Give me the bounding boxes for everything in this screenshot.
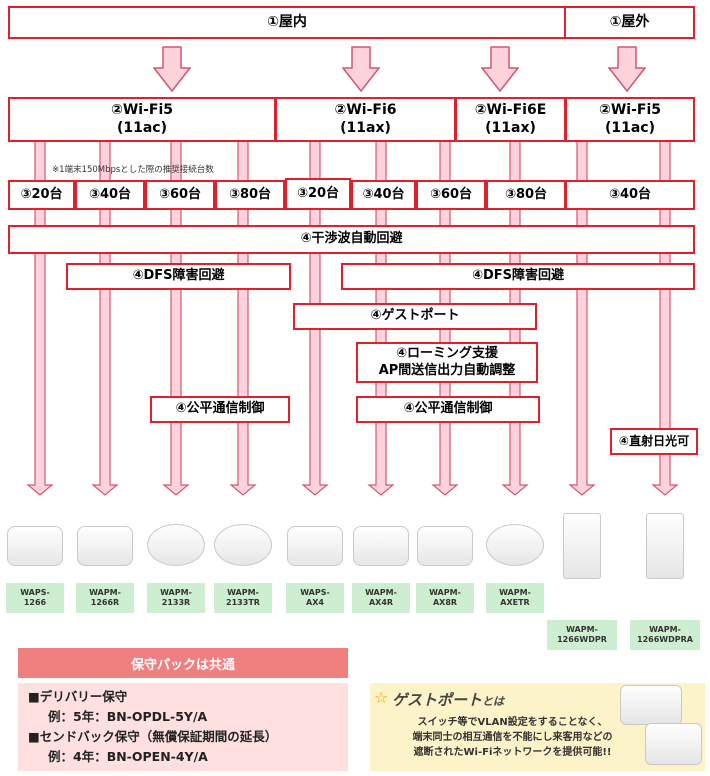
capacity-box: ③80台 — [215, 180, 285, 210]
capacity-box: ③60台 — [145, 180, 215, 210]
capacity-box: ③40台 — [75, 180, 145, 210]
feature-dfs-right: ④DFS障害回避 — [341, 263, 695, 290]
capacity-box: ③40台 — [565, 180, 695, 210]
feature-fair-right: ④公平通信制御 — [356, 396, 540, 423]
product-model-label: WAPM- 2133R — [147, 583, 205, 613]
square-ap-icon — [7, 526, 63, 566]
product-model-label: WAPS- AX4 — [286, 583, 344, 613]
delivery-maintenance: ■デリバリー保守 — [28, 689, 128, 704]
product-model-label: WAPS- 1266 — [6, 583, 64, 613]
guest-port-info: ☆ ゲストポートとは スイッチ等でVLAN設定をすることなく、 端末同士の相互通… — [370, 683, 705, 771]
square-ap-antenna-icon — [77, 526, 133, 566]
maintenance-panel: ■デリバリー保守 例：5年：BN-OPDL-5Y/A ■センドバック保守（無償保… — [18, 683, 348, 771]
product-model-label: WAPM- 1266WDPRA — [630, 620, 700, 650]
square-ap-icon — [287, 526, 343, 566]
feature-interference-avoidance: ④干渉波自動回避 — [8, 225, 695, 254]
feature-fair-left: ④公平通信制御 — [150, 396, 290, 423]
down-arrow-icon — [342, 46, 380, 92]
capacity-box: ③60台 — [416, 180, 486, 210]
feature-sunlight: ④直射日光可 — [610, 428, 698, 455]
product-model-label: WAPM- AX4R — [352, 583, 410, 613]
product-model-label: WAPM- 1266WDPR — [547, 620, 617, 650]
capacity-box: ③40台 — [351, 180, 416, 210]
star-icon: ☆ — [374, 688, 389, 707]
outdoor-box: ①屋外 — [564, 6, 695, 39]
sendback-example: 例：4年：BN-OPEN-4Y/A — [48, 749, 208, 764]
feature-guest-port: ④ゲストポート — [293, 303, 537, 330]
standard-wifi6: ②Wi-Fi6 (11ax) — [275, 97, 456, 142]
feature-dfs-left: ④DFS障害回避 — [66, 263, 291, 290]
round-ap-icon — [486, 524, 544, 566]
access-point-photo-icon — [645, 723, 702, 765]
indoor-box: ①屋内 — [8, 6, 566, 39]
guest-port-title: ゲストポートとは — [392, 691, 505, 709]
square-ap-icon — [417, 526, 473, 566]
product-model-label: WAPM- 2133TR — [214, 583, 272, 613]
delivery-example: 例：5年：BN-OPDL-5Y/A — [48, 709, 208, 724]
guest-port-description: スイッチ等でVLAN設定をすることなく、 端末同士の相互通信を不能にし来客用など… — [412, 717, 613, 758]
round-ap-icon — [147, 524, 205, 566]
standard-wifi6e: ②Wi-Fi6E (11ax) — [455, 97, 566, 142]
down-arrow-icon — [153, 46, 191, 92]
maintenance-header: 保守パックは共通 — [18, 648, 348, 678]
sendback-maintenance: ■センドバック保守（無償保証期間の延長） — [28, 729, 278, 744]
feature-roaming: ④ローミング支援 AP間送信出力自動調整 — [356, 342, 538, 383]
down-arrow-icon — [481, 46, 519, 92]
round-ap-icon — [214, 524, 272, 566]
capacity-box: ③20台 — [285, 178, 351, 210]
standard-wifi5-outdoor: ②Wi-Fi5 (11ac) — [565, 97, 695, 142]
outdoor-ap-icon — [646, 513, 684, 579]
product-model-label: WAPM- AX8R — [416, 583, 474, 613]
capacity-box: ③80台 — [486, 180, 566, 210]
down-arrow-icon — [608, 46, 646, 92]
capacity-box: ③20台 — [8, 180, 75, 210]
square-ap-antenna-icon — [353, 526, 409, 566]
outdoor-ap-icon — [563, 513, 601, 579]
product-model-label: WAPM- 1266R — [76, 583, 134, 613]
product-model-label: WAPM- AXETR — [486, 583, 544, 613]
standard-wifi5-indoor: ②Wi-Fi5 (11ac) — [8, 97, 276, 142]
capacity-note: ※1端末150Mbpsとした際の推奨接続台数 — [52, 165, 214, 175]
